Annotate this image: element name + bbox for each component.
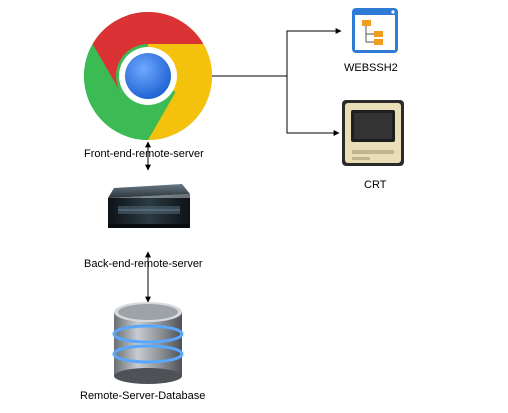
edge-frontend-crt — [286, 76, 340, 136]
webssh-label: WEBSSH2 — [344, 62, 398, 74]
crt-label: CRT — [364, 179, 387, 191]
window-sitemap-icon[interactable] — [352, 8, 398, 53]
server-rack-icon[interactable] — [108, 184, 190, 228]
edge-frontend-webssh — [212, 28, 342, 77]
database-label: Remote-Server-Database — [80, 390, 206, 402]
database-icon[interactable] — [112, 302, 184, 384]
frontend-label: Front-end-remote-server — [84, 148, 204, 160]
chrome-browser-icon[interactable] — [83, 11, 213, 141]
backend-label: Back-end-remote-server — [84, 258, 203, 270]
crt-monitor-icon[interactable] — [342, 100, 404, 166]
